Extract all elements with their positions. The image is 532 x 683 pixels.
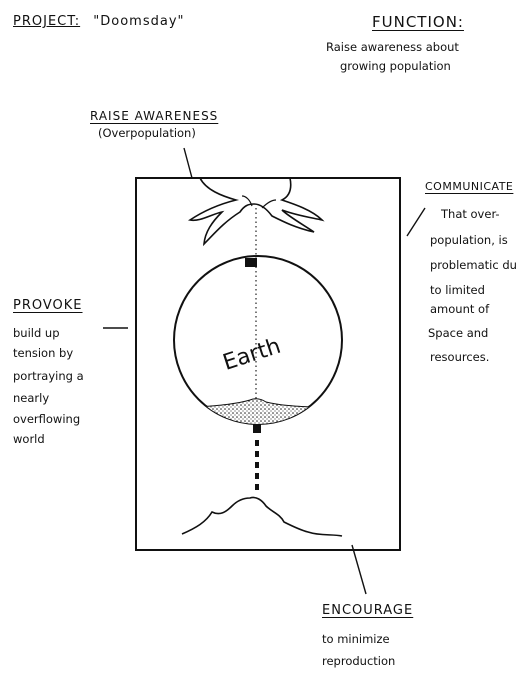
- provoke-line-3: portraying a: [13, 369, 84, 383]
- falling-drops: [255, 440, 259, 490]
- encourage-line-1: to minimize: [322, 632, 390, 646]
- communicate-line-2: population, is: [430, 233, 508, 247]
- communicate-heading: COMMUNICATE: [425, 180, 514, 193]
- provoke-line-2: tension by: [13, 346, 74, 360]
- provoke-line-6: world: [13, 432, 45, 446]
- encourage-heading: ENCOURAGE: [322, 603, 414, 618]
- function-line-2: growing population: [340, 59, 451, 73]
- communicate-line-6: Space and: [428, 326, 489, 340]
- globe-bottom-cap: [253, 424, 261, 433]
- communicate-line-7: resources.: [430, 350, 490, 364]
- project-label: PROJECT:: [13, 14, 81, 29]
- function-line-1: Raise awareness about: [326, 40, 459, 54]
- communicate-line-4: to limited: [430, 283, 485, 297]
- communicate-line-1: That over-: [441, 207, 500, 221]
- poster-frame: [135, 177, 401, 551]
- function-heading: FUNCTION:: [372, 13, 464, 31]
- provoke-line-1: build up: [13, 326, 60, 340]
- leader-encourage: [351, 544, 367, 595]
- sand-fill: [174, 398, 342, 424]
- mound-shape: [181, 496, 343, 537]
- raise-awareness-heading: RAISE AWARENESS: [90, 109, 219, 123]
- provoke-line-5: overflowing: [13, 412, 81, 426]
- project-name: "Doomsday": [93, 14, 185, 29]
- communicate-line-3: problematic du: [430, 258, 517, 272]
- communicate-line-5: amount of: [430, 302, 490, 316]
- leader-communicate: [406, 207, 426, 237]
- provoke-heading: PROVOKE: [13, 298, 83, 313]
- raise-awareness-subtitle: (Overpopulation): [98, 126, 196, 140]
- project-title: PROJECT: "Doomsday": [13, 13, 185, 31]
- provoke-line-4: nearly: [13, 391, 50, 405]
- leader-raise-awareness: [183, 147, 193, 179]
- roots-shape: [187, 177, 325, 247]
- encourage-line-2: reproduction: [322, 654, 396, 668]
- globe-top-cap: [245, 258, 257, 267]
